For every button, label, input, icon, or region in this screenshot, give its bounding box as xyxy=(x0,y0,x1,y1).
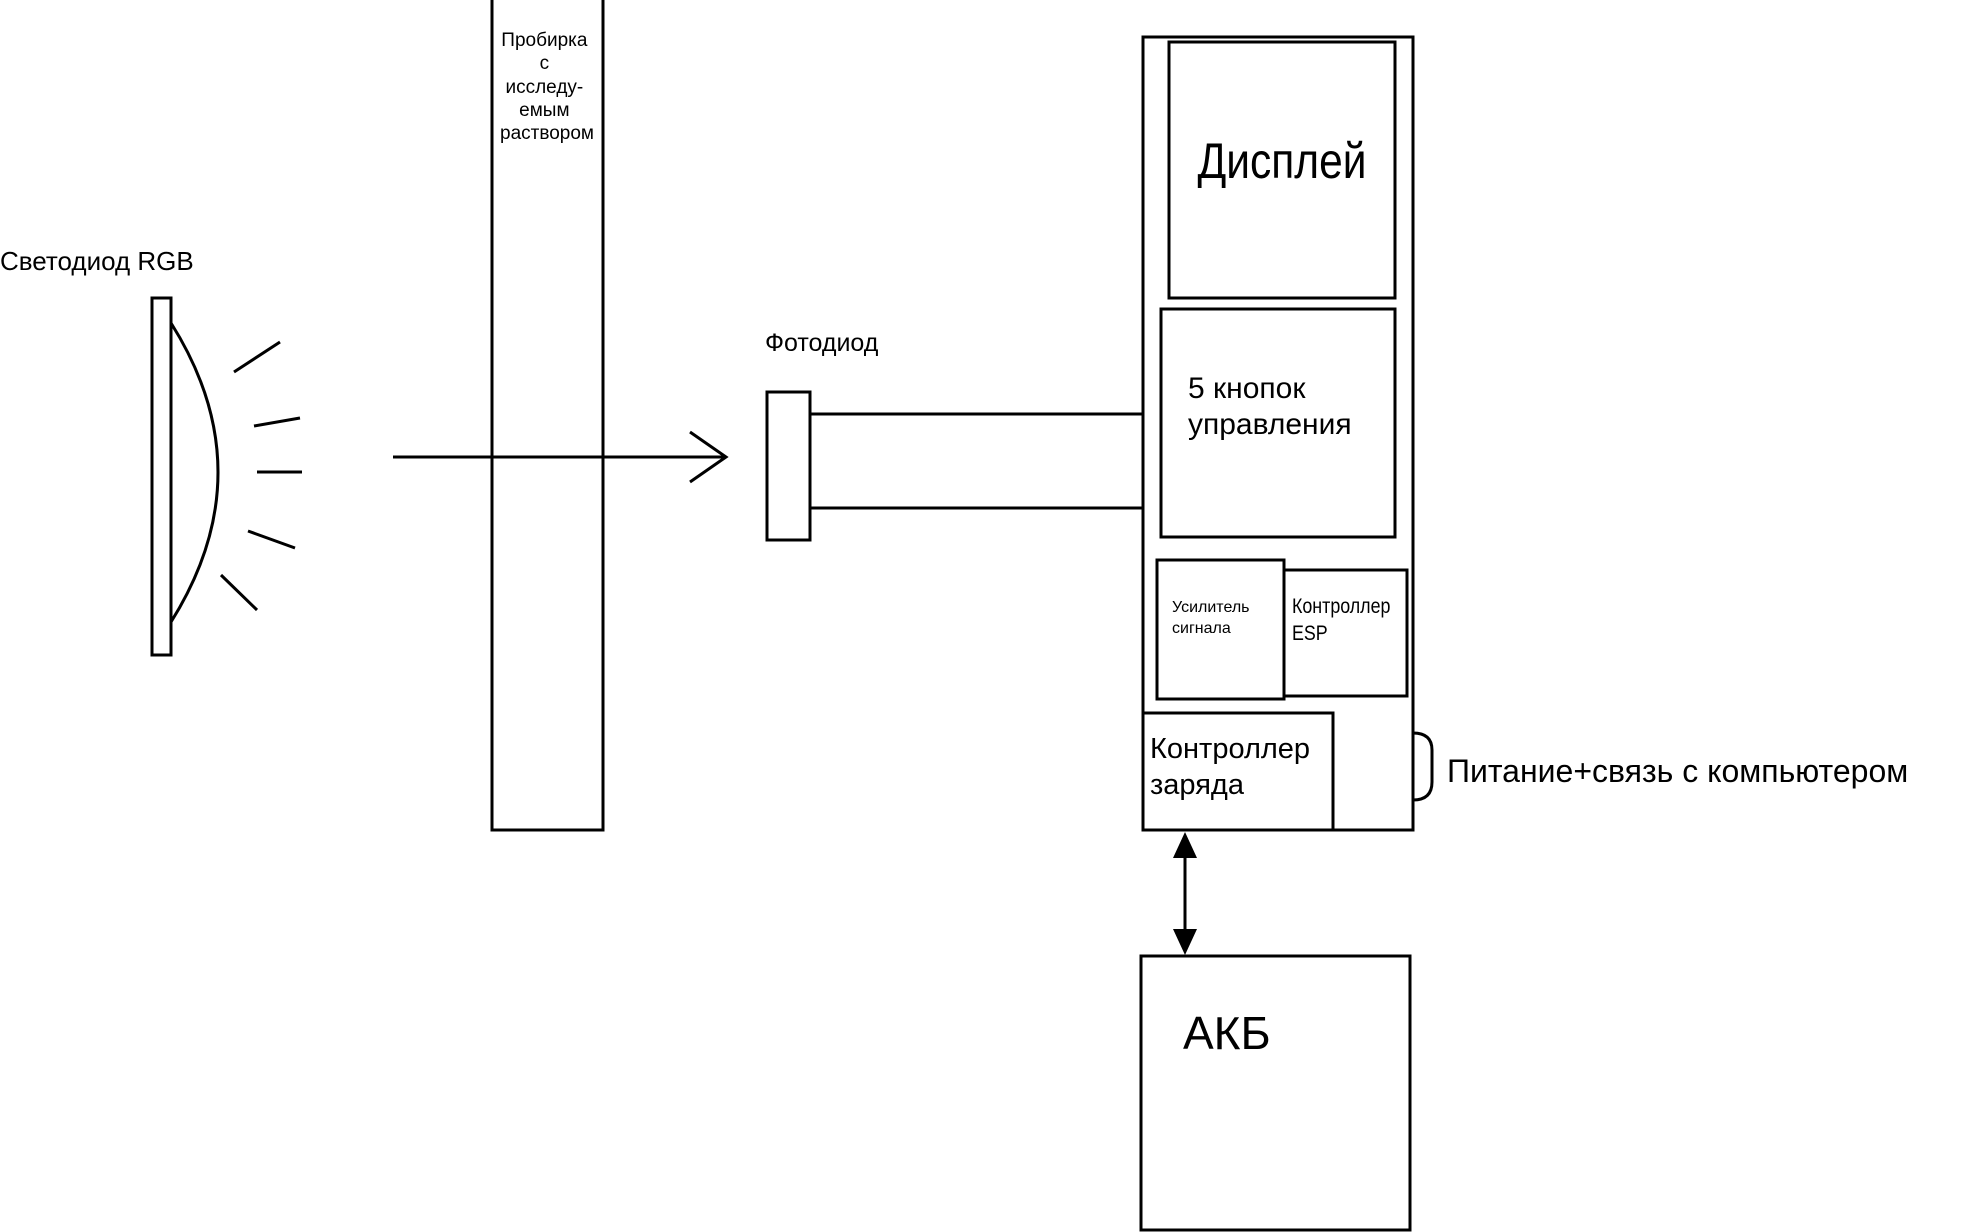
test-tube-body xyxy=(490,0,605,832)
rgb-led: Светодиод RGB xyxy=(0,246,302,657)
photodiode-label: Фотодиод xyxy=(765,329,879,357)
bidirectional-arrow-icon xyxy=(1173,832,1197,955)
esp-label: Контроллер ESP xyxy=(1292,595,1395,646)
light-rays-icon xyxy=(219,340,302,612)
esp-block xyxy=(1282,568,1409,698)
led-lens xyxy=(169,322,220,623)
port-label: Питание+связь с компьютером xyxy=(1447,753,1908,789)
led-base xyxy=(150,296,173,657)
battery-block xyxy=(1139,954,1412,1232)
battery-label: АКБ xyxy=(1183,1007,1271,1059)
device: Дисплей 5 кнопок управления Усилитель си… xyxy=(1141,35,1415,832)
test-tube-label: Пробирка с исследу- емым раствором xyxy=(500,30,594,144)
test-tube: Пробирка с исследу- емым раствором xyxy=(490,0,605,832)
charge-controller-label: Контроллер заряда xyxy=(1150,733,1318,801)
charge-controller-block xyxy=(1141,711,1335,832)
photodiode: Фотодиод xyxy=(765,329,1143,542)
photodiode-body xyxy=(765,390,812,542)
led-label: Светодиод RGB xyxy=(0,246,194,276)
display-label: Дисплей xyxy=(1198,133,1367,189)
arrow-head-icon xyxy=(689,430,729,484)
buttons-block xyxy=(1159,307,1397,539)
buttons-label: 5 кнопок управления xyxy=(1188,372,1352,441)
power-data-port: Питание+связь с компьютером xyxy=(1412,731,1908,802)
bracket-icon xyxy=(1412,731,1434,802)
light-beam-arrow xyxy=(393,430,729,484)
display-block xyxy=(1167,40,1397,300)
battery: АКБ xyxy=(1139,954,1412,1232)
amplifier-block xyxy=(1155,558,1286,701)
amplifier-label: Усилитель сигнала xyxy=(1172,599,1254,637)
